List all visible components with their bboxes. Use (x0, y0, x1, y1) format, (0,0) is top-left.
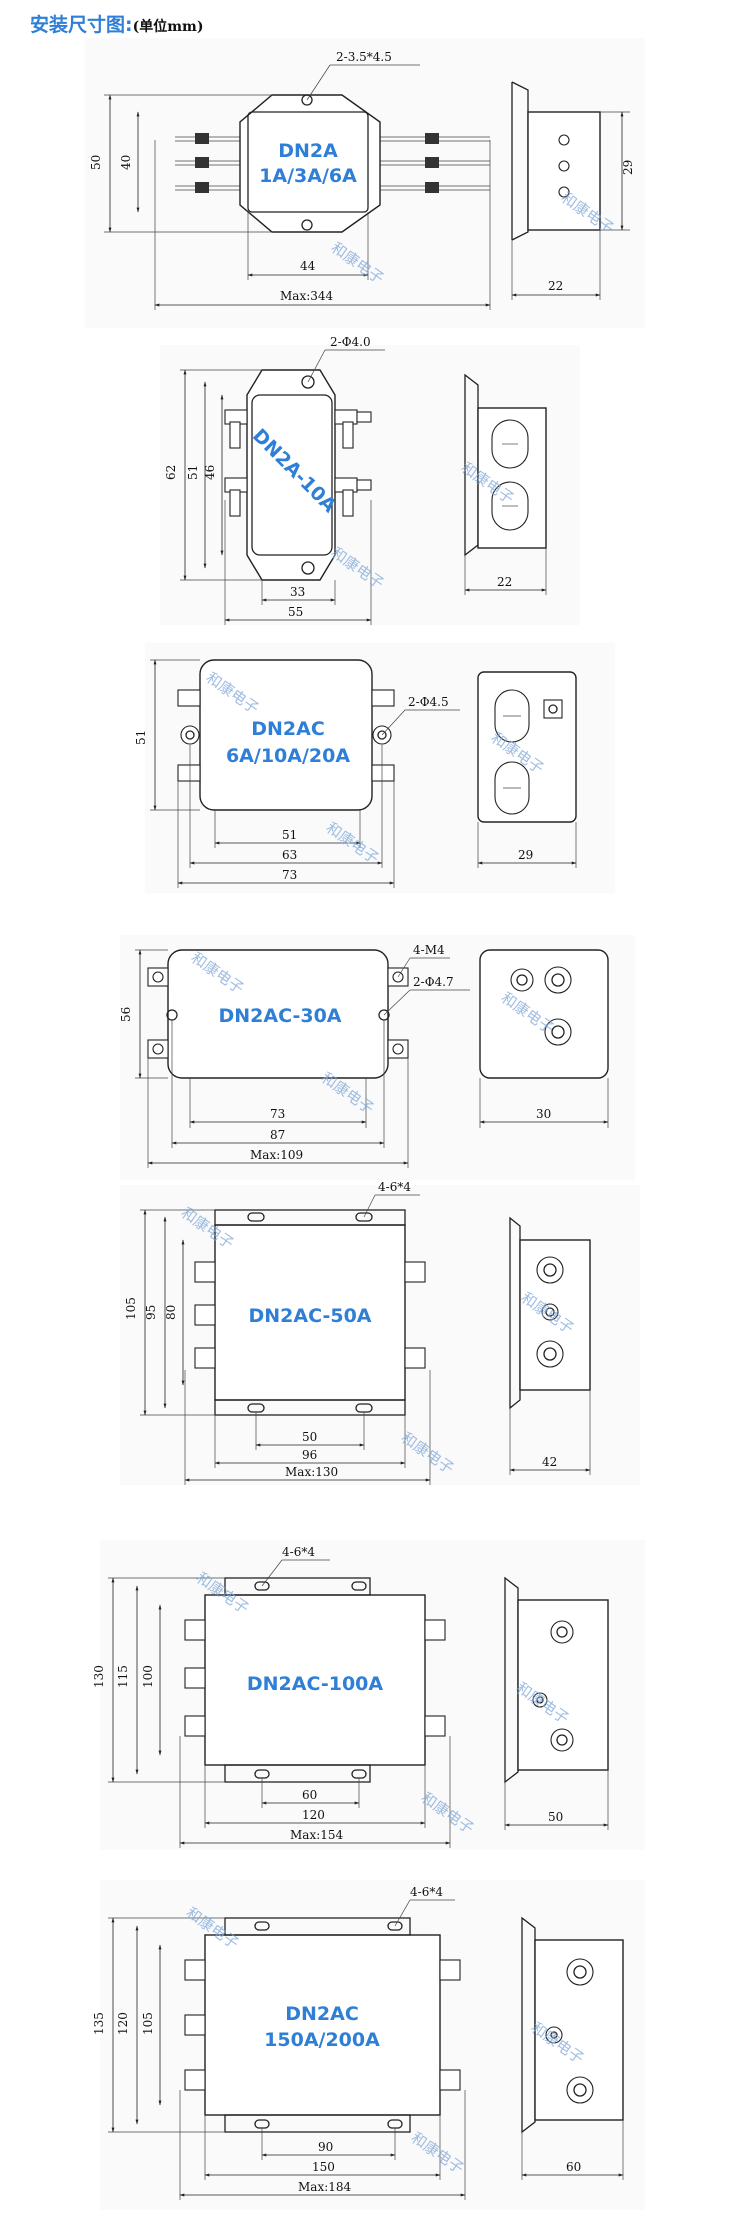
hole-note: 2-3.5*4.5 (336, 50, 392, 64)
dim-width-max: Max:184 (298, 2180, 352, 2194)
dim-width-inner: 51 (282, 828, 297, 842)
dim-width-mid: 87 (270, 1128, 285, 1142)
label-line-2: 1A/3A/6A (259, 165, 357, 187)
label-line-1: DN2A (278, 140, 338, 162)
dim-width-mid: 120 (302, 1808, 325, 1822)
dim-width-mid: 150 (312, 2160, 335, 2174)
hole-note: 4-6*4 (410, 1885, 443, 1899)
dim-width-holes: 44 (300, 259, 316, 273)
dim-width-outer: 55 (288, 605, 303, 619)
model-dn2a-10a: DN2A-10A 2-Φ4.0 62 51 46 33 55 22 和康电子 和… (164, 335, 547, 625)
dim-width-max: Max:344 (280, 289, 334, 303)
hole-note: 4-6*4 (378, 1180, 411, 1194)
title-text: 安装尺寸图: (30, 14, 133, 36)
dim-height-outer: 105 (124, 1297, 138, 1320)
model-dn2ac-100a: DN2AC-100A 4-6*4 130 115 100 60 120 Max:… (92, 1545, 609, 1848)
label-line-1: DN2AC-50A (248, 1305, 371, 1327)
dim-width-inner: 90 (318, 2140, 333, 2154)
dim-width-max: Max:130 (285, 1465, 338, 1479)
dim-width-inner: 60 (302, 1788, 317, 1802)
dim-height-inner: 80 (164, 1305, 178, 1320)
label-line-2: 150A/200A (264, 2029, 380, 2051)
label-line-1: DN2AC-30A (218, 1005, 341, 1027)
dim-height-outer: 130 (92, 1665, 106, 1688)
thread-note: 4-M4 (413, 943, 445, 957)
dim-height-inner: 46 (203, 465, 217, 480)
dim-height-mid: 95 (144, 1305, 158, 1320)
model-dn2ac-50a: DN2AC-50A 4-6*4 105 95 80 50 96 Max:130 … (124, 1180, 591, 1485)
dim-height: 51 (134, 730, 148, 745)
hole-note: 2-Φ4.0 (330, 335, 371, 349)
dim-width-outer: 73 (282, 868, 297, 882)
dim-side-depth: 50 (548, 1810, 563, 1824)
dim-side-depth: 22 (548, 279, 563, 293)
dim-side-height: 29 (621, 160, 635, 175)
dim-side-depth: 30 (536, 1107, 551, 1121)
dim-width-mid: 96 (302, 1448, 317, 1462)
dim-side-depth: 22 (497, 575, 512, 589)
dim-width-inner: 50 (302, 1430, 317, 1444)
model-dn2ac-30a: DN2AC-30A 4-M4 2-Φ4.7 56 73 87 Max:109 3… (119, 943, 609, 1168)
hole-note: 2-Φ4.5 (408, 695, 449, 709)
dim-height-mid: 120 (116, 2012, 130, 2035)
dim-height-mid: 51 (186, 465, 200, 480)
dim-height-mid: 115 (116, 1665, 130, 1688)
model-dn2a-small: DN2A 1A/3A/6A 50 40 44 Max:344 2-3.5*4.5… (89, 50, 635, 310)
dim-width-mid: 63 (282, 848, 297, 862)
hole-note: 2-Φ4.7 (413, 975, 454, 989)
dim-height-outer: 50 (89, 155, 103, 170)
dim-height-inner: 105 (141, 2012, 155, 2035)
page-title: 安装尺寸图:(单位mm) (30, 10, 203, 37)
dim-width-max: Max:154 (290, 1828, 344, 1842)
dim-side-depth: 29 (518, 848, 533, 862)
dim-height-inner: 40 (119, 155, 133, 170)
dim-side-depth: 42 (542, 1455, 557, 1469)
dim-height-inner: 100 (141, 1665, 155, 1688)
dim-side-depth: 60 (566, 2160, 581, 2174)
dim-width-inner: 73 (270, 1107, 285, 1121)
unit-text: (单位mm) (132, 19, 204, 35)
label-line-2: 6A/10A/20A (226, 745, 350, 767)
label-line-1: DN2AC-100A (247, 1673, 384, 1695)
dim-width-max: Max:109 (250, 1148, 303, 1162)
hole-note: 4-6*4 (282, 1545, 315, 1559)
dim-width-inner: 33 (290, 585, 305, 599)
dim-height-outer: 135 (92, 2012, 106, 2035)
label-line-1: DN2AC (285, 2003, 359, 2025)
dim-height: 56 (119, 1007, 133, 1022)
dim-height-outer: 62 (164, 465, 178, 480)
label-line-1: DN2AC (251, 718, 325, 740)
